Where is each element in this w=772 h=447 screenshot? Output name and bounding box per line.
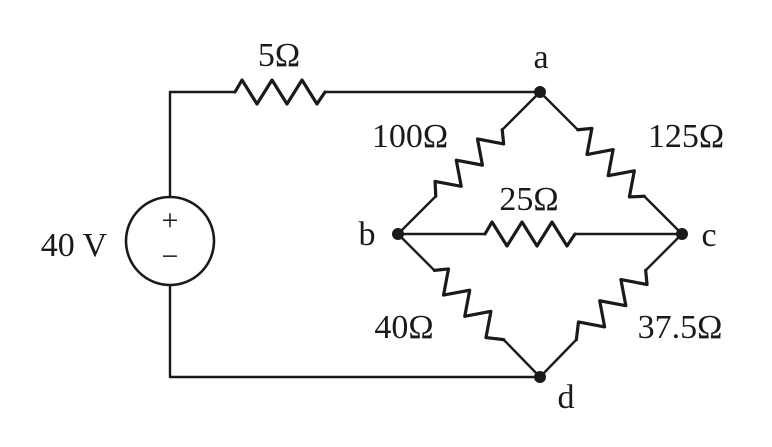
voltage-source: + − <box>124 195 216 287</box>
nodes <box>392 86 688 383</box>
label-40v: 40 V <box>41 227 108 264</box>
node-c-dot <box>676 228 688 240</box>
minus-sign: − <box>162 240 179 273</box>
resistor-125ohm <box>576 126 646 199</box>
wire-c-r375 <box>644 232 684 272</box>
label-125ohm: 125Ω <box>648 118 724 155</box>
label-37-5ohm: 37.5Ω <box>638 309 723 346</box>
label-5ohm: 5Ω <box>258 37 300 74</box>
wire-a-r125 <box>538 90 580 132</box>
wire-r375-d <box>538 338 578 379</box>
voltage-source-circle <box>124 195 216 287</box>
wire-b-r40 <box>396 232 436 272</box>
label-40ohm: 40Ω <box>374 309 433 346</box>
resistor-100ohm <box>433 128 506 198</box>
node-b-dot <box>392 228 404 240</box>
resistor-25ohm <box>483 220 577 248</box>
label-node-d: d <box>558 379 575 416</box>
wire-r40-d <box>502 338 542 379</box>
resistor-40ohm <box>432 267 506 342</box>
label-25ohm: 25Ω <box>499 181 558 218</box>
wire-r125-c <box>642 194 684 236</box>
wires <box>168 90 684 379</box>
label-node-c: c <box>701 217 716 254</box>
plus-sign: + <box>162 204 179 237</box>
label-node-a: a <box>533 39 548 76</box>
labels: 5Ω a 100Ω 125Ω 25Ω b c 40 V 40Ω 37.5Ω d <box>41 37 724 416</box>
wire-r100-b <box>396 194 438 236</box>
node-a-dot <box>534 86 546 98</box>
resistor-37-5ohm <box>574 268 649 342</box>
node-d-dot <box>534 371 546 383</box>
label-100ohm: 100Ω <box>372 118 448 155</box>
label-node-b: b <box>359 216 376 253</box>
wire-a-r100 <box>500 90 542 132</box>
resistor-5ohm <box>233 78 327 106</box>
